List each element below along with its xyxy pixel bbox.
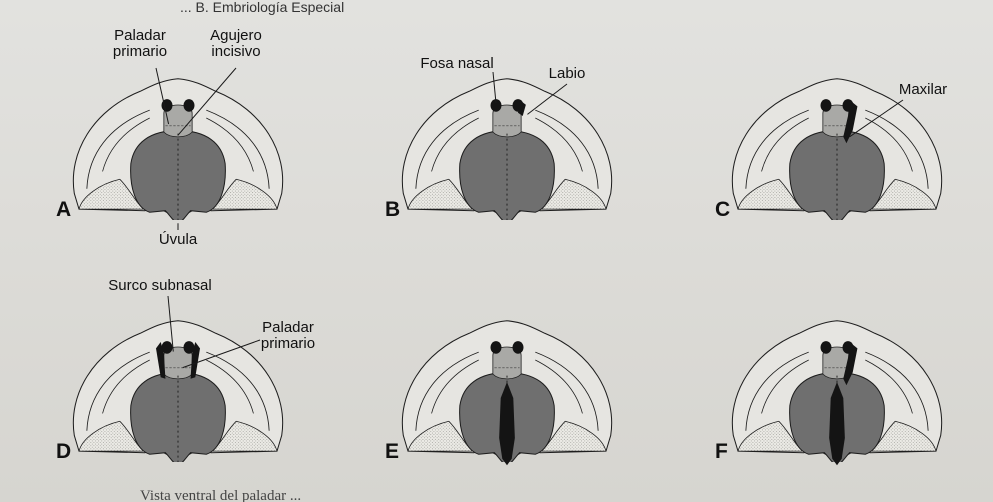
panel-letter: A [56, 198, 71, 221]
palate-drawing [402, 79, 611, 224]
panel-f: F [715, 321, 942, 466]
palate-drawing [73, 79, 282, 224]
panel-e: E [385, 321, 612, 466]
panel-c: C Maxilar [715, 79, 947, 224]
panel-letter: B [385, 198, 400, 221]
palate-drawing [73, 321, 282, 466]
caption-text: Vista ventral del paladar ... [140, 488, 301, 502]
label-lip: Labio [549, 65, 586, 82]
label-nasal-pit: Fosa nasal [420, 55, 493, 72]
panel-letter: C [715, 198, 730, 221]
panel-letter: D [56, 440, 71, 463]
panel-letter: F [715, 440, 728, 463]
label-subnasal-groove: Surco subnasal [108, 277, 211, 294]
palate-drawing [732, 79, 941, 224]
header-text: ... B. Embriología Especial [180, 0, 344, 15]
panel-letter: E [385, 440, 399, 463]
label-uvula: Úvula [159, 231, 198, 248]
label-maxilla: Maxilar [899, 81, 947, 98]
